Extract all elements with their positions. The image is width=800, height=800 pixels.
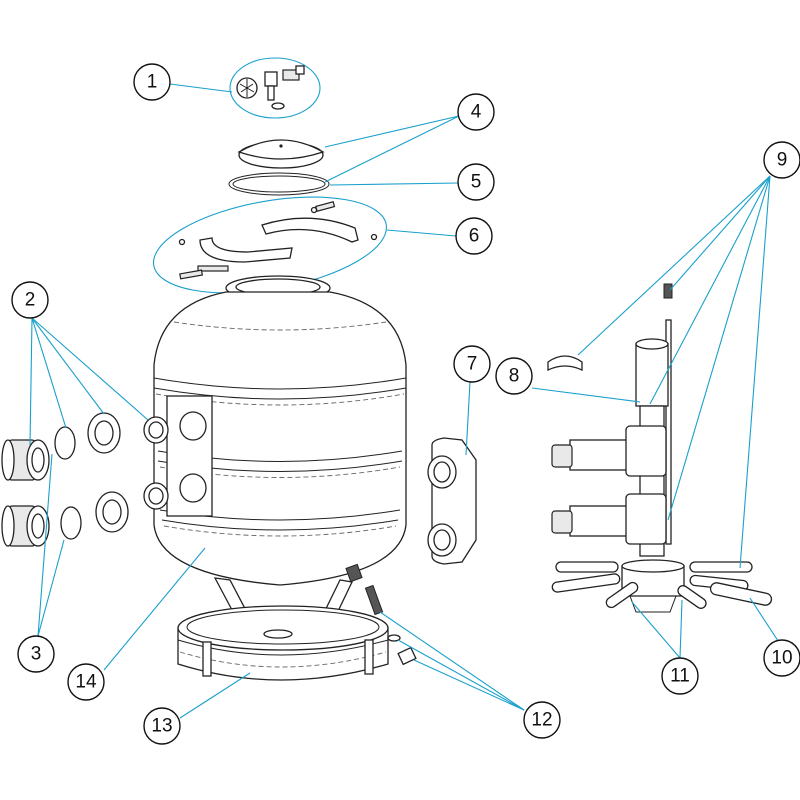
callout-label: 1 — [147, 72, 158, 93]
callout-label: 14 — [75, 672, 97, 693]
union-fittings — [1, 412, 129, 547]
callout-14: 14 — [67, 663, 105, 701]
collector-assembly — [547, 283, 773, 613]
callout-1: 1 — [133, 63, 171, 101]
callout-8: 8 — [495, 357, 533, 395]
drain-plug-kit — [364, 584, 417, 666]
callout-6: 6 — [455, 217, 493, 255]
callout-5: 5 — [457, 163, 495, 201]
callout-label: 6 — [469, 226, 480, 247]
callout-label: 11 — [670, 666, 690, 687]
callout-3: 3 — [17, 635, 55, 673]
callout-label: 2 — [25, 290, 36, 311]
callout-label: 3 — [31, 644, 42, 665]
callout-9: 9 — [763, 141, 800, 179]
callout-13: 13 — [143, 707, 181, 745]
leader-lines — [29, 83, 785, 719]
callout-label: 4 — [471, 102, 482, 123]
lid-o-ring — [228, 172, 330, 196]
union-o-rings — [54, 426, 82, 540]
clamp-ring-kit — [152, 196, 388, 294]
callout-label: 12 — [531, 710, 552, 731]
tank-lid — [237, 139, 325, 169]
callout-label: 10 — [771, 648, 792, 669]
callout-2: 2 — [11, 281, 49, 319]
filter-tank-body — [143, 275, 407, 629]
callout-label: 7 — [467, 354, 478, 375]
callout-10: 10 — [763, 639, 800, 677]
callout-11: 11 — [661, 657, 699, 695]
callout-label: 13 — [151, 716, 172, 737]
callout-label: 5 — [471, 172, 482, 193]
callout-label: 8 — [509, 366, 520, 387]
callout-7: 7 — [453, 345, 491, 383]
connection-gasket — [427, 437, 477, 565]
callout-4: 4 — [457, 93, 495, 131]
callout-12: 12 — [523, 701, 561, 739]
tank-base — [177, 605, 389, 681]
callout-label: 9 — [777, 150, 788, 171]
gauge-kit — [229, 57, 321, 119]
